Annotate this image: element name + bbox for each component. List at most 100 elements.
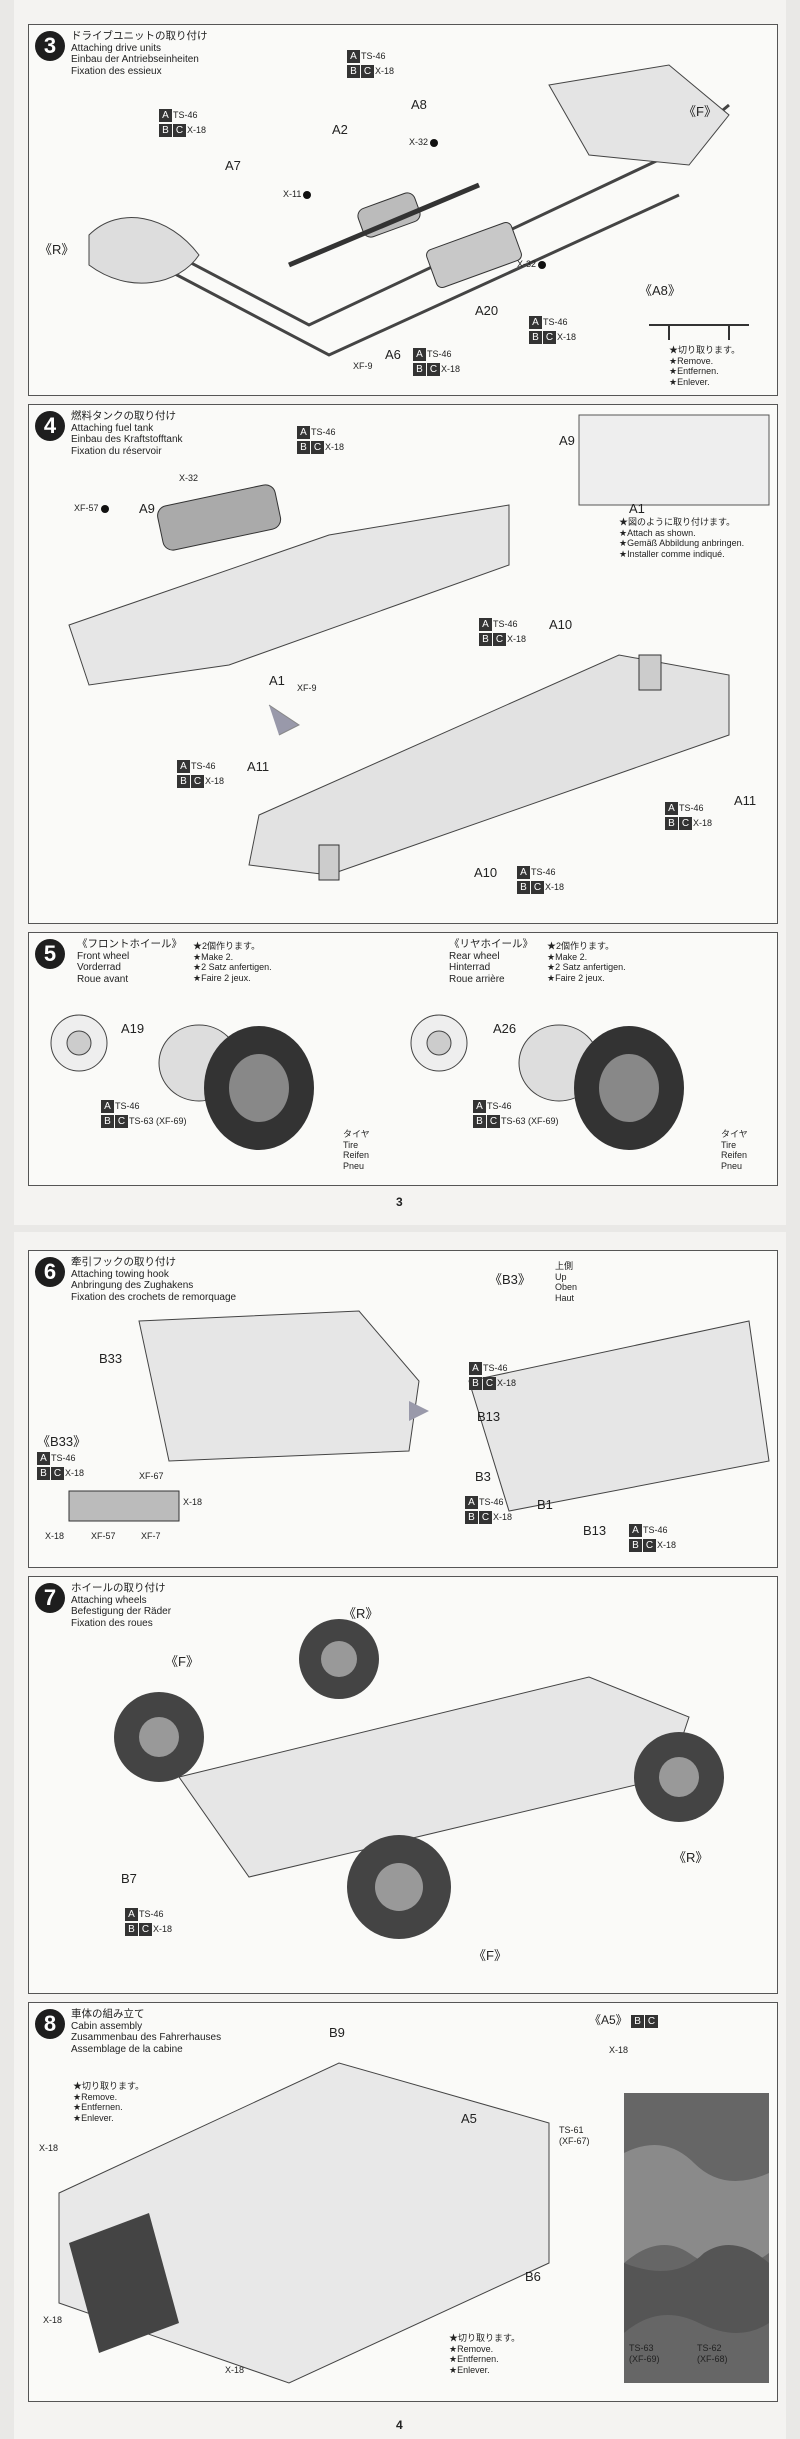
step-titles: 車体の組み立て Cabin assembly Zusammenbau des F… <box>71 2008 222 2055</box>
part-label: A5 <box>461 2111 477 2126</box>
cabin-drawing <box>58 2062 769 2384</box>
part-label: A9 <box>559 433 575 448</box>
step-number: 8 <box>35 2009 65 2039</box>
part-label: 《A8》 <box>639 283 681 298</box>
part-label: B3 <box>475 1469 491 1484</box>
title-fr: Fixation du réservoir <box>71 445 162 457</box>
part-label: A7 <box>225 158 241 173</box>
part-label: 《F》 <box>473 1948 507 1963</box>
paint-callout: XF-9 <box>297 683 317 693</box>
step-6-panel: 6 牽引フックの取り付け Attaching towing hook Anbri… <box>28 1250 778 1568</box>
step-8-panel: 8 車体の組み立て Cabin assembly Zusammenbau des… <box>28 2002 778 2402</box>
part-label: 《R》 <box>343 1606 379 1621</box>
step-4-panel: 4 燃料タンクの取り付け Attaching fuel tank Einbau … <box>28 404 778 924</box>
step-titles: 燃料タンクの取り付け Attaching fuel tank Einbau de… <box>71 410 183 457</box>
step-titles: ドライブユニットの取り付け Attaching drive units Einb… <box>71 30 208 77</box>
paint-callout: XF-9 <box>353 361 373 371</box>
paint-callout: TS-63(XF-69) <box>629 2343 660 2364</box>
title-fr: Fixation des essieux <box>71 65 162 77</box>
rear-wheel-titles: 《リヤホイール》 Rear wheel Hinterrad Roue arriè… <box>449 938 533 985</box>
part-label: 《F》 <box>165 1654 199 1669</box>
step-7-panel: 7 ホイールの取り付け Attaching wheels Befestigung… <box>28 1576 778 1994</box>
part-label: B33 <box>99 1351 123 1366</box>
part-label: B1 <box>537 1497 553 1512</box>
remove-note: ★切り取ります。★Remove.★Entfernen.★Enlever. <box>449 2333 521 2375</box>
make-note: ★2個作ります。★Make 2.★2 Satz anfertigen.★Fair… <box>193 941 272 983</box>
paint-callout: TS-61(XF-67) <box>559 2125 590 2146</box>
part-label: A1 <box>269 673 285 688</box>
front-wheel-titles: 《フロントホイール》 Front wheel Vorderrad Roue av… <box>77 938 182 985</box>
part-label: A19 <box>121 1021 145 1036</box>
part-label: A8 <box>411 97 427 112</box>
title-de: Einbau der Antriebseinheiten <box>71 54 199 65</box>
fuel-tank-drawing <box>68 414 770 881</box>
title-en: Attaching drive units <box>71 42 162 54</box>
paint-callout: X-18 <box>45 1531 65 1541</box>
part-label: B9 <box>329 2025 345 2040</box>
part-label: B13 <box>477 1409 501 1424</box>
part-label: A9 <box>139 501 155 516</box>
part-label: 《F》 <box>683 104 717 119</box>
step-number: 4 <box>35 411 65 441</box>
title-en: Attaching fuel tank <box>71 422 154 434</box>
title-jp: 燃料タンクの取り付け <box>71 410 176 422</box>
part-label: B6 <box>525 2269 541 2284</box>
part-label: 《B3》 <box>489 1272 531 1287</box>
paint-callout: X-32 <box>409 135 439 150</box>
step-number: 5 <box>35 939 65 969</box>
title-jp: ドライブユニットの取り付け <box>71 30 208 42</box>
wheels-drawing <box>50 1014 684 1150</box>
part-label: 《B33》 <box>37 1434 87 1449</box>
part-label: 《R》 <box>39 242 75 257</box>
page-number: 4 <box>396 2418 403 2432</box>
remove-note: ★切り取ります。★Remove.★Entfernen.★Enlever. <box>73 2081 145 2123</box>
step-titles: ホイールの取り付け Attaching wheels Befestigung d… <box>71 1582 172 1629</box>
paint-callout: TS-62(XF-68) <box>697 2343 728 2364</box>
paint-callout: X-32 <box>517 257 547 272</box>
part-label: A2 <box>332 122 348 137</box>
part-label: A6 <box>385 347 401 362</box>
part-label: 《R》 <box>673 1850 709 1865</box>
paint-callout: X-11 <box>283 187 312 202</box>
chassis-drawing <box>88 64 749 357</box>
paint-callout: X-18 <box>225 2365 245 2375</box>
paint-callout: X-18 <box>609 2045 629 2055</box>
paint-callout: X-18 <box>183 1497 203 1507</box>
remove-note: ★切り取ります。★Remove.★Entfernen.★Enlever. <box>669 345 741 387</box>
part-label: A26 <box>493 1021 517 1036</box>
part-label: A10 <box>549 617 573 632</box>
step-titles: 牽引フックの取り付け Attaching towing hook Anbring… <box>71 1256 237 1303</box>
towing-hook-drawing <box>68 1310 770 1522</box>
part-label: A10 <box>474 865 498 880</box>
paint-callout: XF-57 <box>74 501 109 516</box>
part-label: A1 <box>629 501 645 516</box>
title-de: Einbau des Kraftstofftank <box>71 434 183 445</box>
step-number: 3 <box>35 31 65 61</box>
wheels-assembly-drawing <box>114 1619 724 1939</box>
paint-callout: X-32 <box>179 473 199 483</box>
step-5-panel: 5 《フロントホイール》 Front wheel Vorderrad Roue … <box>28 932 778 1186</box>
make-note: ★2個作ります。★Make 2.★2 Satz anfertigen.★Fair… <box>547 941 626 983</box>
paint-callout: XF-67 <box>139 1471 164 1481</box>
part-label: A20 <box>475 303 499 318</box>
part-label: B7 <box>121 1871 137 1886</box>
